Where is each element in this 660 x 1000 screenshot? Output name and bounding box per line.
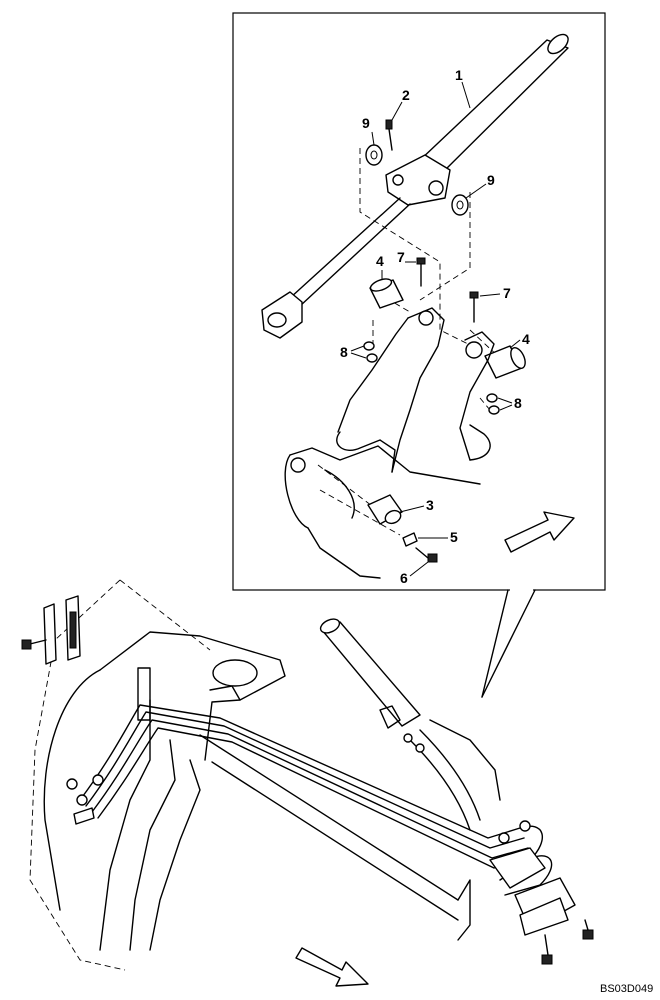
clamp-plates bbox=[21, 595, 81, 665]
right-bracket bbox=[489, 820, 594, 965]
callout-7-lower: 7 bbox=[503, 285, 511, 301]
callout-8-left: 8 bbox=[340, 344, 348, 360]
callout-7-upper: 7 bbox=[397, 249, 405, 265]
pin-right bbox=[484, 345, 526, 379]
detail-callout-pointer bbox=[481, 588, 536, 698]
bolt-upper bbox=[416, 257, 426, 287]
callout-6: 6 bbox=[400, 570, 408, 586]
front-direction-arrow-detail bbox=[504, 511, 575, 553]
left-fittings bbox=[66, 774, 104, 825]
callout-4-left: 4 bbox=[376, 253, 384, 269]
grease-fitting bbox=[385, 119, 393, 151]
callout-9-left: 9 bbox=[362, 115, 370, 131]
front-direction-arrow-main bbox=[295, 947, 369, 987]
callout-5: 5 bbox=[450, 529, 458, 545]
nuts-left bbox=[363, 341, 378, 363]
callout-1: 1 bbox=[455, 67, 463, 83]
pin-left bbox=[369, 278, 404, 309]
detail-frame bbox=[232, 12, 606, 591]
callout-3: 3 bbox=[426, 497, 434, 513]
callout-8-right: 8 bbox=[514, 395, 522, 411]
reference-code: BS03D049 bbox=[600, 983, 653, 995]
bolt-lower bbox=[469, 291, 479, 323]
callout-2: 2 bbox=[402, 87, 410, 103]
lock-plate bbox=[402, 532, 418, 547]
boom-cylinder-installed bbox=[319, 618, 425, 753]
nuts-right bbox=[486, 393, 500, 415]
lock-bolt bbox=[415, 547, 438, 563]
boom-assembly bbox=[29, 579, 471, 971]
callout-4-right: 4 bbox=[522, 331, 530, 347]
boom-cylinder bbox=[261, 33, 569, 339]
swing-pin bbox=[367, 494, 403, 525]
callout-9-right: 9 bbox=[487, 172, 495, 188]
hydraulic-lines bbox=[79, 704, 553, 896]
swing-bracket bbox=[284, 307, 495, 579]
